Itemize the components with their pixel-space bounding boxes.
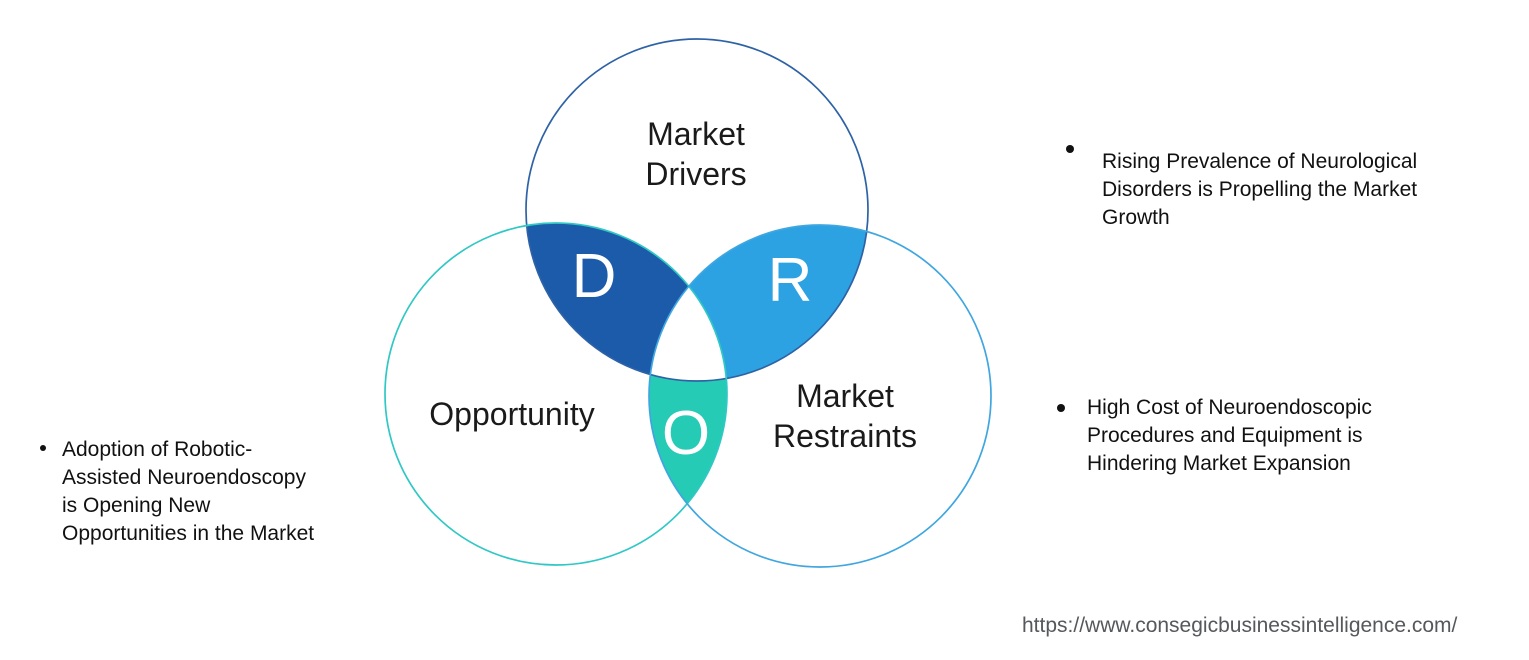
- lens-drivers-restraints: [649, 225, 868, 381]
- bullet-driver-text: Rising Prevalence of Neurological Disord…: [1102, 150, 1418, 229]
- opportunity-circle-outline: [384, 222, 728, 566]
- letter-o: O: [661, 399, 711, 468]
- letter-r: R: [767, 246, 813, 315]
- letter-d: D: [571, 242, 617, 311]
- source-url: https://www.consegicbusinessintelligence…: [1022, 614, 1458, 637]
- label-opportunity: Opportunity: [429, 396, 595, 432]
- bullet-dot: [40, 445, 46, 451]
- drivers-circle-outline: [525, 38, 869, 382]
- bullet-restraint-text: High Cost of Neuroendoscopic Procedures …: [1087, 396, 1372, 475]
- bullet-opportunity-text: Adoption of Robotic- Assisted Neuroendos…: [62, 438, 315, 545]
- bullet-dot: [1057, 404, 1065, 412]
- bullet-dot: [1066, 145, 1074, 153]
- restraints-circle-outline: [648, 224, 992, 568]
- lens-drivers-opportunity: [526, 223, 727, 381]
- label-market-drivers: Market Drivers: [645, 116, 747, 192]
- label-market-restraints: Market Restraints: [772, 378, 918, 454]
